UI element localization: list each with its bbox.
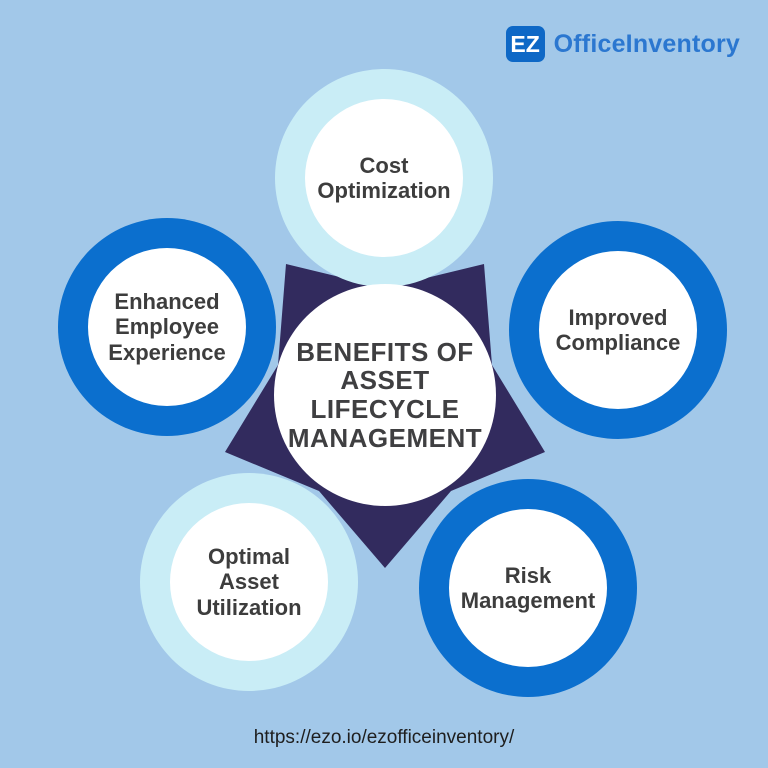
node-circle: Cost Optimization — [305, 99, 463, 257]
node-label: Risk Management — [460, 562, 596, 613]
node-improved-compliance: Improved Compliance — [509, 221, 727, 439]
node-label: Improved Compliance — [555, 304, 681, 355]
footer-url: https://ezo.io/ezofficeinventory/ — [253, 727, 515, 748]
brand-logo: EZ OfficeInventory — [505, 26, 740, 62]
node-enhanced-employee-experience: Enhanced Employee Experience — [58, 218, 276, 436]
ez-logo-icon: EZ — [505, 26, 545, 62]
diagram-title: BENEFITS OF ASSET LIFECYCLE MANAGEMENT — [287, 336, 483, 453]
brand-name: OfficeInventory — [553, 29, 740, 58]
node-label: Optimal Asset Utilization — [196, 544, 302, 620]
node-circle: Improved Compliance — [539, 251, 697, 409]
node-cost-optimization: Cost Optimization — [275, 69, 493, 287]
node-label: Enhanced Employee Experience — [108, 289, 226, 365]
node-circle: Enhanced Employee Experience — [88, 248, 246, 406]
node-risk-management: Risk Management — [419, 479, 637, 697]
node-label: Cost Optimization — [317, 152, 451, 203]
node-optimal-asset-utilization: Optimal Asset Utilization — [140, 473, 358, 691]
node-circle: Optimal Asset Utilization — [170, 503, 328, 661]
center-circle: BENEFITS OF ASSET LIFECYCLE MANAGEMENT — [274, 284, 496, 506]
node-circle: Risk Management — [449, 509, 607, 667]
